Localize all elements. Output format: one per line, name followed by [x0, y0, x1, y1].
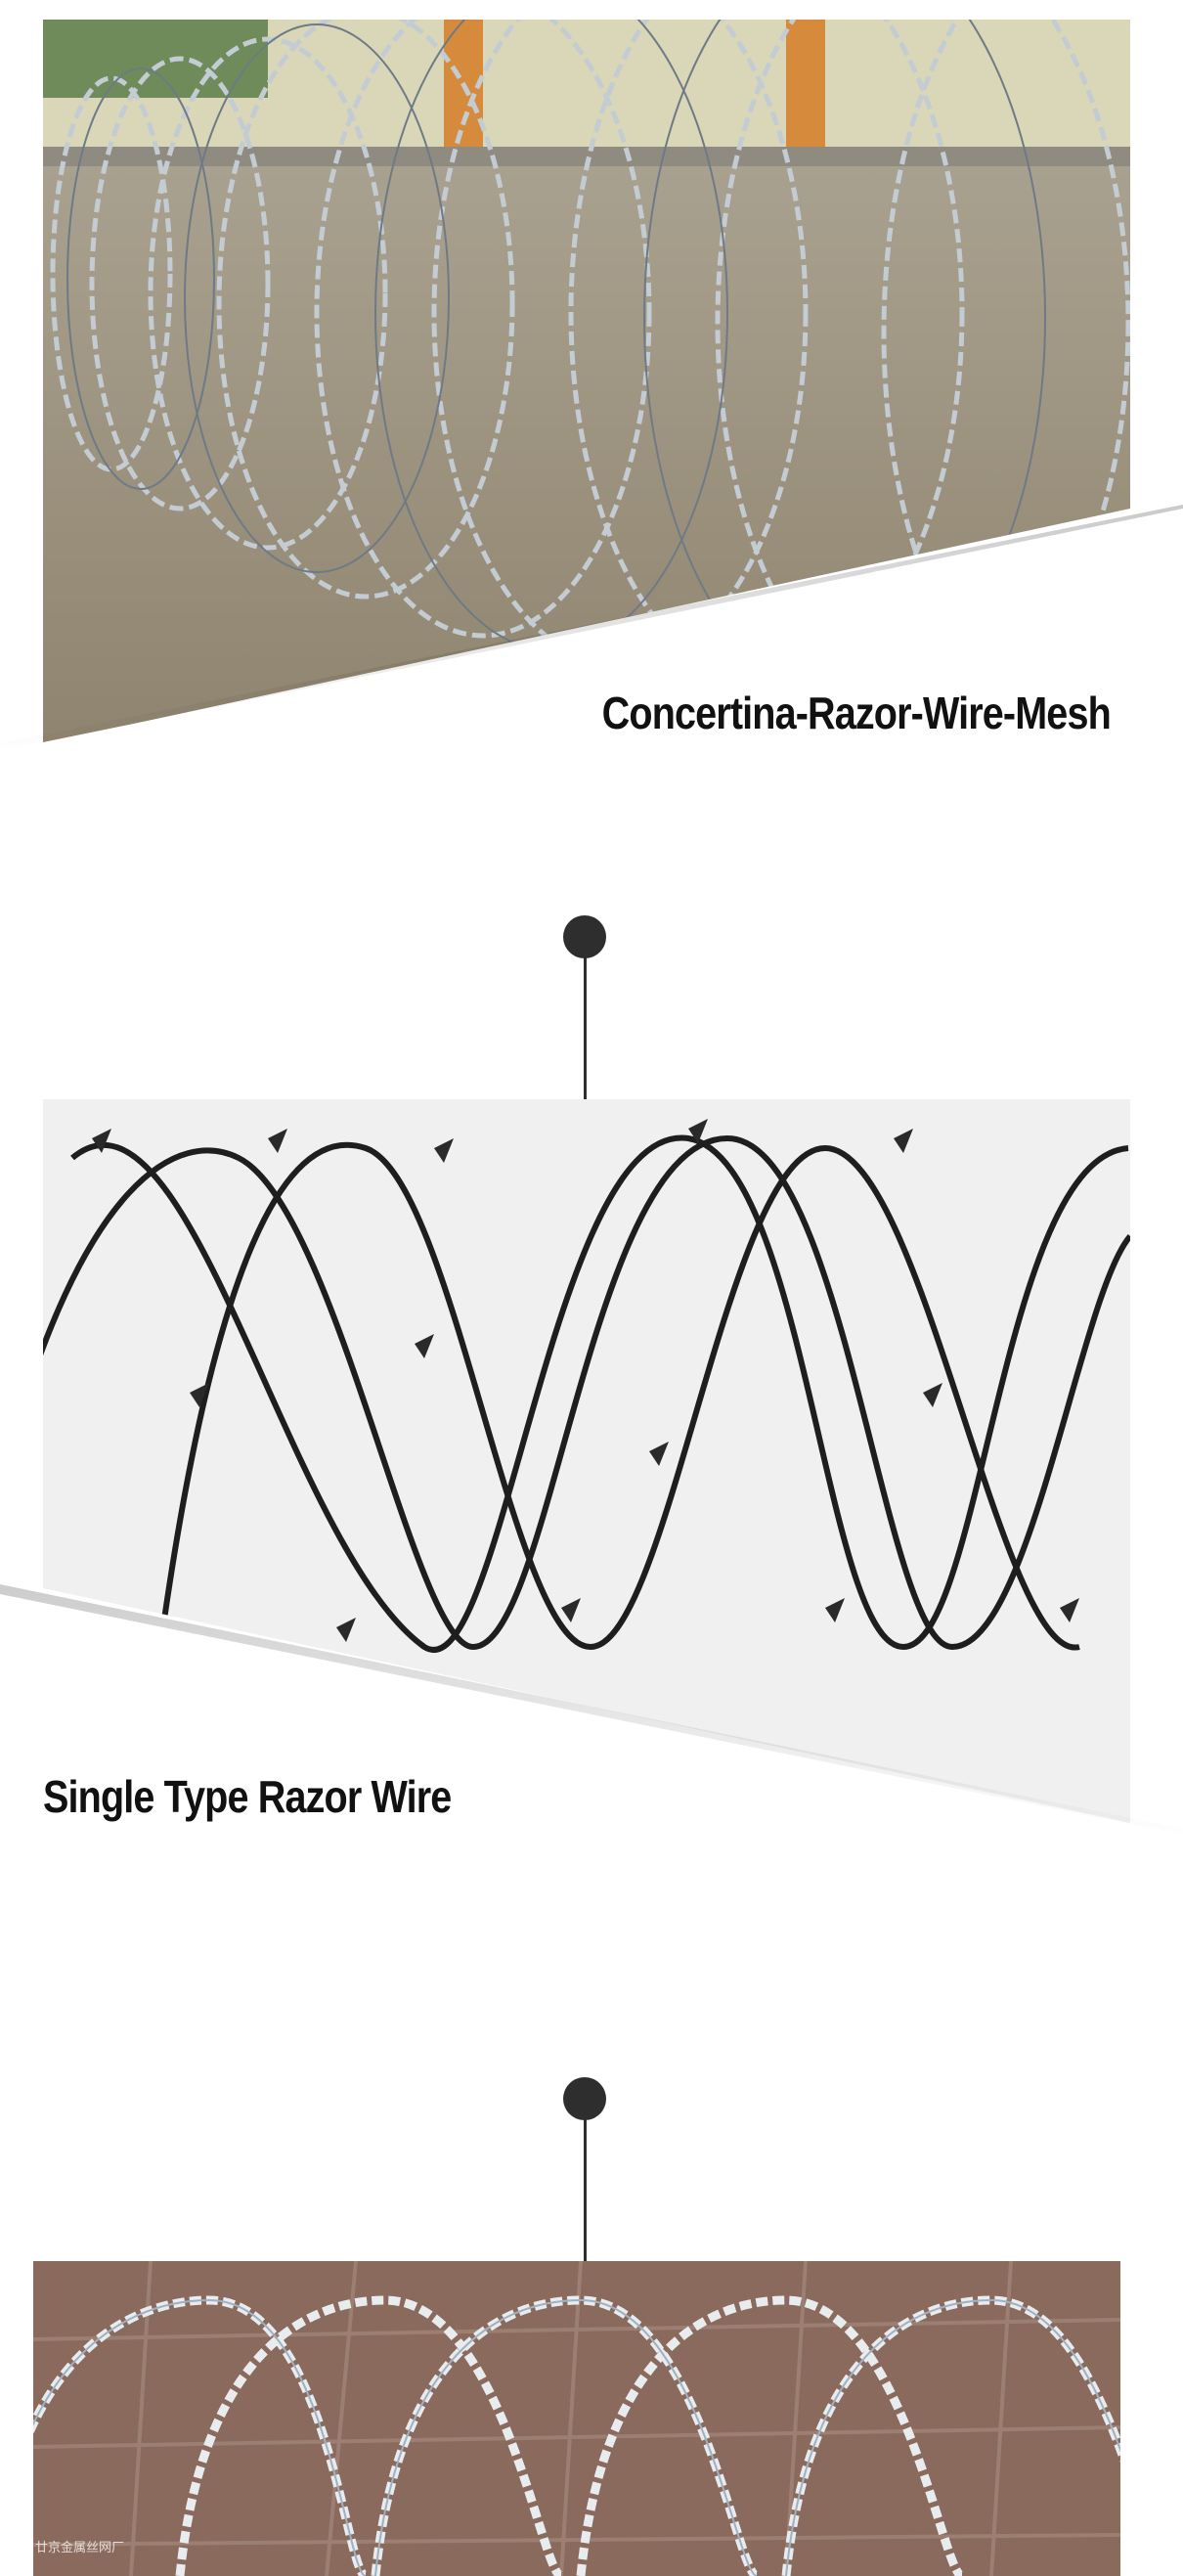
diagonal-shadow-1 — [0, 450, 1183, 763]
timeline-connector — [584, 2112, 587, 2261]
section-2-caption: Single Type Razor Wire — [43, 1771, 452, 1822]
razor-wire-on-pavement-photo — [33, 2261, 1120, 2576]
watermark-text: 廿京金属丝网厂 — [35, 2541, 125, 2555]
diagonal-shadow-2 — [0, 1565, 1183, 1858]
section-1-caption: Concertina-Razor-Wire-Mesh — [601, 688, 1112, 738]
timeline-connector — [584, 951, 587, 1099]
